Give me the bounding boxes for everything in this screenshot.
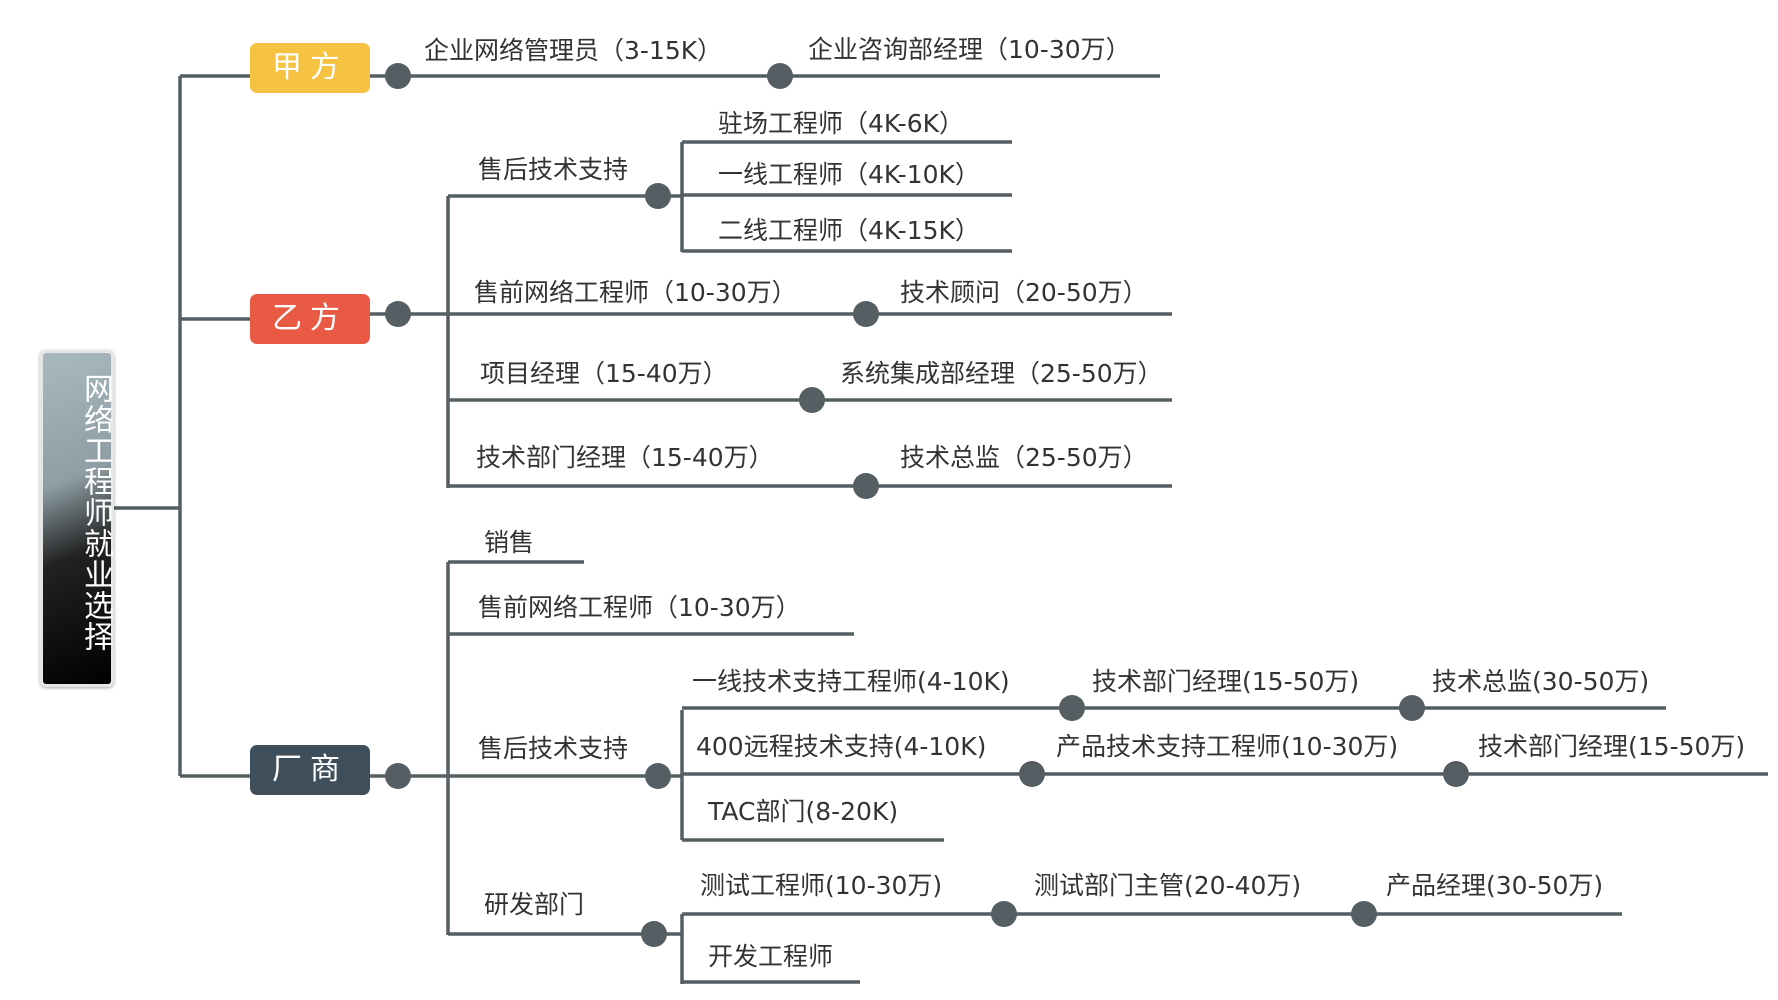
yifang-tech-mgr-dot <box>853 473 879 499</box>
node-cs-tech-director: 技术总监(30-50万) <box>1432 667 1650 696</box>
rd-row1-dot-1 <box>991 901 1017 927</box>
node-cs-tech-dept-mgr-2: 技术部门经理(15-50万) <box>1478 732 1746 761</box>
node-onsite-engineer: 驻场工程师（4K-6K） <box>718 109 964 138</box>
yifang-after-sales-dot <box>645 183 671 209</box>
node-second-line-engineer: 二线工程师（4K-15K） <box>718 216 980 245</box>
jiafang-node-dot <box>767 63 793 89</box>
rd-dot <box>641 921 667 947</box>
node-rd-dept: 研发部门 <box>484 890 585 919</box>
node-yifang-presales: 售前网络工程师（10-30万） <box>474 278 797 307</box>
root-node: 网络工程师就业选择 <box>40 350 114 687</box>
jiafang-dot <box>385 63 411 89</box>
node-cs-tech-dept-mgr-1: 技术部门经理(15-50万) <box>1092 667 1360 696</box>
node-dev-engineer: 开发工程师 <box>708 942 834 971</box>
cs-row2-dot-2 <box>1443 761 1469 787</box>
node-changshang-presales: 售前网络工程师（10-30万） <box>478 593 801 622</box>
node-test-dept-lead: 测试部门主管(20-40万) <box>1034 871 1302 900</box>
tag-jiafang: 甲方 <box>250 43 370 93</box>
node-enterprise-net-admin: 企业网络管理员（3-15K） <box>424 36 723 65</box>
node-yifang-tech-director: 技术总监（25-50万） <box>900 443 1148 472</box>
node-tech-consultant: 技术顾问（20-50万） <box>900 278 1148 307</box>
node-product-support-engineer: 产品技术支持工程师(10-30万) <box>1056 732 1399 761</box>
root-title: 网络工程师就业选择 <box>78 373 113 652</box>
node-yifang-tech-dept-mgr: 技术部门经理（15-40万） <box>476 443 774 472</box>
node-first-line-support: 一线技术支持工程师(4-10K) <box>692 667 1010 696</box>
changshang-dot <box>385 763 411 789</box>
yifang-dot <box>385 301 411 327</box>
node-400-remote-support: 400远程技术支持(4-10K) <box>696 732 987 761</box>
node-enterprise-consult-mgr: 企业咨询部经理（10-30万） <box>808 35 1131 64</box>
node-tac-dept: TAC部门(8-20K) <box>708 797 899 826</box>
cs-row1-dot-2 <box>1399 695 1425 721</box>
node-test-engineer: 测试工程师(10-30万) <box>700 871 943 900</box>
node-product-manager: 产品经理(30-50万) <box>1386 871 1604 900</box>
node-first-line-engineer: 一线工程师（4K-10K） <box>718 160 980 189</box>
cs-after-sales-dot <box>645 763 671 789</box>
node-changshang-after-sales: 售后技术支持 <box>478 734 629 763</box>
yifang-presales-dot <box>853 301 879 327</box>
node-yifang-after-sales: 售后技术支持 <box>478 155 629 184</box>
cs-row1-dot-1 <box>1059 695 1085 721</box>
node-sales: 销售 <box>484 528 535 557</box>
node-project-manager: 项目经理（15-40万） <box>480 359 728 388</box>
tag-yifang: 乙方 <box>250 294 370 344</box>
rd-row1-dot-2 <box>1351 901 1377 927</box>
node-si-dept-manager: 系统集成部经理（25-50万） <box>840 359 1163 388</box>
cs-row2-dot-1 <box>1019 761 1045 787</box>
tag-changshang: 厂商 <box>250 745 370 795</box>
yifang-pm-dot <box>799 387 825 413</box>
